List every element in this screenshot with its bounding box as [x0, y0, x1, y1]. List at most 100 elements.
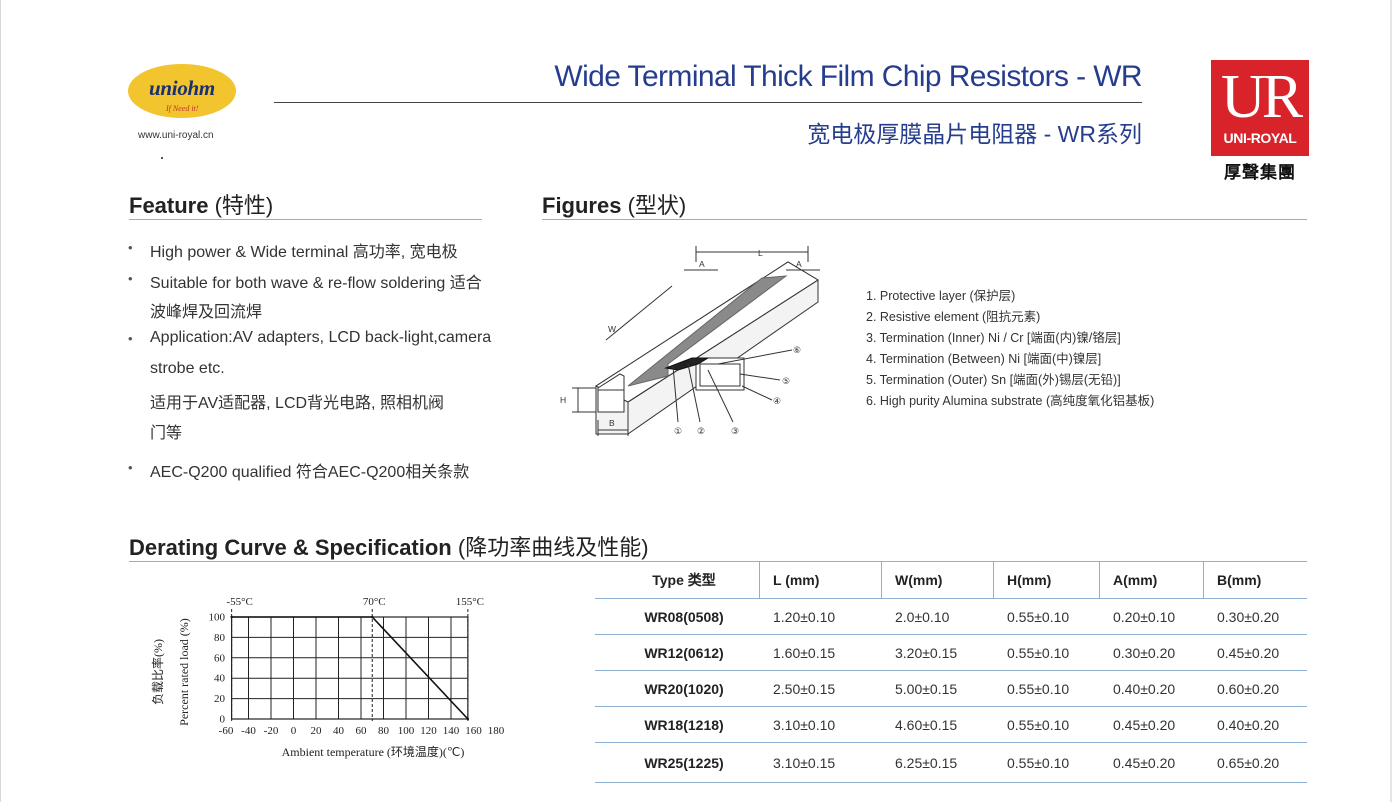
header-a: A(mm) — [1113, 572, 1158, 588]
cell-type: WR18(1218) — [644, 716, 724, 733]
feature-heading-cn: (特性) — [214, 193, 274, 218]
logo-url: www.uni-royal.cn — [138, 130, 214, 141]
dim-label-a-right: A — [796, 259, 802, 269]
y-tick-label: 40 — [214, 673, 226, 685]
cell-a: 0.20±0.10 — [1113, 608, 1176, 625]
x-tick-label: 140 — [443, 725, 460, 737]
cell-l: 3.10±0.10 — [773, 716, 836, 733]
x-tick-label: 160 — [465, 725, 482, 737]
chart-axes — [231, 609, 469, 721]
derating-heading-en: Derating Curve & Specification — [129, 535, 452, 560]
cell-type: WR12(0612) — [644, 644, 724, 661]
table-row: WR18(1218) 3.10±0.10 4.60±0.15 0.55±0.10… — [595, 707, 1307, 743]
cell-h: 0.55±0.10 — [1007, 716, 1070, 733]
bullet-icon: • — [128, 460, 133, 475]
header-separator — [881, 562, 882, 598]
data-point — [230, 615, 233, 619]
header-l: L (mm) — [773, 572, 820, 588]
ur-chinese-name: 厚聲集團 — [1224, 163, 1296, 182]
x-tick-label: 60 — [356, 725, 368, 737]
header-separator — [993, 562, 994, 598]
dim-label-b: B — [609, 418, 615, 428]
page-edge-left — [0, 0, 1, 802]
data-point — [371, 615, 374, 619]
x-tick-label: 180 — [488, 725, 505, 737]
chart-series — [230, 615, 470, 721]
cell-l: 1.60±0.15 — [773, 644, 836, 661]
dim-label-a-left: A — [699, 259, 705, 269]
x-tick-label: 40 — [333, 725, 345, 737]
legend-item: 5. Termination (Outer) Sn [端面(外)锡层(无铅)] — [866, 373, 1121, 387]
feature-line: Suitable for both wave & re-flow solderi… — [150, 275, 482, 292]
page-subtitle: 宽电极厚膜晶片电阻器 - WR系列 — [807, 121, 1142, 147]
feature-line: 门等 — [150, 425, 183, 442]
cell-a: 0.30±0.20 — [1113, 644, 1176, 661]
cell-l: 1.20±0.10 — [773, 608, 836, 625]
legend-item: 4. Termination (Between) Ni [端面(中)镍层] — [866, 352, 1102, 366]
figures-rule — [542, 219, 1307, 220]
ur-brand: UNI-ROYAL — [1223, 130, 1297, 146]
cell-w: 3.20±0.15 — [895, 644, 958, 661]
cell-type: WR20(1020) — [644, 680, 724, 697]
cell-h: 0.55±0.10 — [1007, 608, 1070, 625]
cell-b: 0.60±0.20 — [1217, 680, 1280, 697]
cell-w: 2.0±0.10 — [895, 608, 950, 625]
resistor-diagram: L A A W H B ① ② ③ ④ ⑤ ⑥ — [560, 246, 820, 437]
y-tick-label: 20 — [214, 693, 226, 705]
derating-rule — [129, 561, 1307, 562]
uni-royal-logo: UR UNI-ROYAL 厚聲集團 — [1211, 60, 1309, 182]
dot-mark — [161, 157, 163, 159]
header-b: B(mm) — [1217, 572, 1262, 588]
callout-5: ⑤ — [782, 377, 790, 387]
cell-a: 0.40±0.20 — [1113, 680, 1176, 697]
feature-line: High power & Wide terminal 高功率, 宽电极 — [150, 244, 458, 261]
page-edge-right — [1390, 0, 1392, 802]
y-axis-label-cn: 负载比率(%) — [150, 639, 165, 705]
header-h: H(mm) — [1007, 572, 1052, 588]
callout-2: ② — [697, 427, 705, 437]
cell-b: 0.30±0.20 — [1217, 608, 1280, 625]
feature-line: strobe etc. — [150, 360, 225, 377]
callout-1: ① — [674, 427, 682, 437]
ur-letters: UR — [1220, 63, 1303, 131]
annotation-label: -55°C — [226, 596, 252, 608]
x-tick-label: -40 — [241, 725, 256, 737]
legend-item: 6. High purity Alumina substrate (高纯度氧化铝… — [866, 394, 1155, 408]
chart-grid — [231, 616, 468, 720]
cell-b: 0.40±0.20 — [1217, 716, 1280, 733]
logo-word: uniohm — [149, 76, 215, 100]
page-title: Wide Terminal Thick Film Chip Resistors … — [554, 60, 1142, 93]
derating-line — [231, 616, 469, 720]
logo-oval — [128, 64, 236, 118]
x-tick-label: 120 — [420, 725, 437, 737]
cell-l: 3.10±0.15 — [773, 754, 836, 771]
uniohm-logo: uniohm If Need it! www.uni-royal.cn — [126, 60, 240, 150]
feature-line: 波峰焊及回流焊 — [150, 304, 263, 321]
table-row: WR25(1225) 3.10±0.15 6.25±0.15 0.55±0.10… — [595, 743, 1307, 783]
x-axis-label: Ambient temperature (环境温度)(℃) — [282, 744, 465, 759]
annotation-label: 70°C — [363, 596, 386, 608]
x-tick-label: 0 — [291, 725, 297, 737]
x-tick-label: 100 — [398, 725, 415, 737]
y-tick-label: 60 — [214, 652, 226, 664]
annotation-label: 155°C — [456, 596, 484, 608]
figures-heading-en: Figures — [542, 193, 622, 218]
data-point — [466, 717, 470, 721]
cell-h: 0.55±0.10 — [1007, 680, 1070, 697]
header-w: W(mm) — [895, 572, 943, 588]
chart-frame — [231, 616, 469, 720]
header-separator — [759, 562, 760, 598]
table-row: WR08(0508) 1.20±0.10 2.0±0.10 0.55±0.10 … — [595, 599, 1307, 635]
logo-slogan: If Need it! — [166, 104, 199, 113]
cell-b: 0.65±0.20 — [1217, 754, 1280, 771]
cell-type: WR08(0508) — [644, 608, 724, 625]
cell-w: 4.60±0.15 — [895, 716, 958, 733]
feature-rule — [129, 219, 482, 220]
x-tick-label: -60 — [219, 725, 234, 737]
cell-w: 5.00±0.15 — [895, 680, 958, 697]
bullet-icon: • — [128, 271, 133, 286]
figures-heading-cn: (型状) — [627, 193, 687, 218]
callout-6: ⑥ — [793, 346, 801, 356]
